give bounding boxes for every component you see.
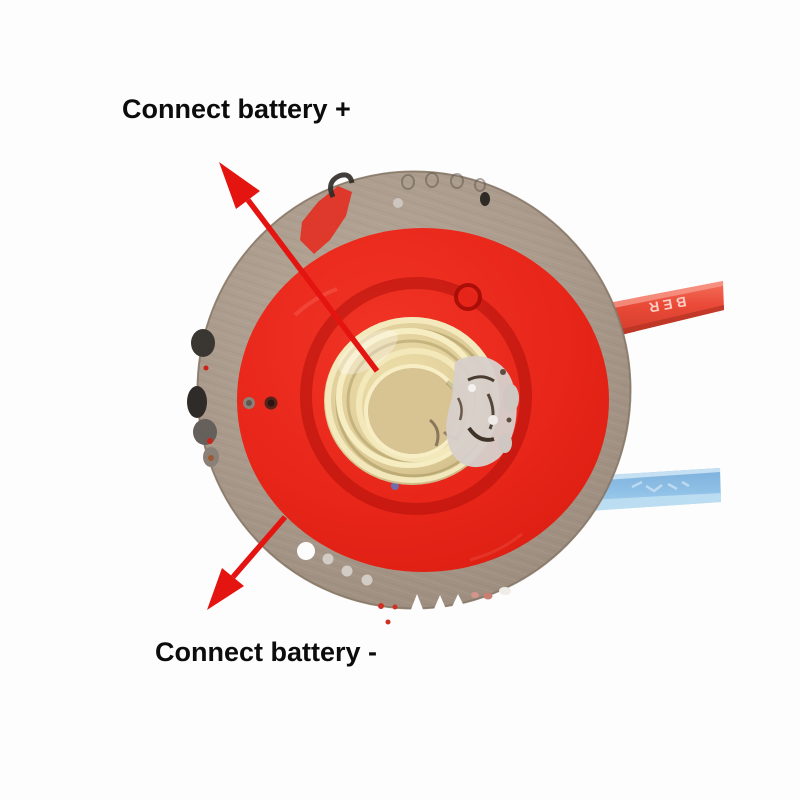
solder-spill xyxy=(503,384,519,412)
blue-paint-dot xyxy=(391,482,399,490)
connect-battery-negative-label: Connect battery - xyxy=(155,637,378,667)
via-pad xyxy=(322,553,334,565)
edge-notch xyxy=(452,594,464,607)
negative-terminal-arrow xyxy=(207,515,288,610)
blue-wire-highlight xyxy=(590,468,720,481)
blue-wire xyxy=(588,468,721,511)
board-edge-details xyxy=(187,172,511,612)
edge-copper-speck xyxy=(208,455,214,461)
solder-spill xyxy=(498,433,512,453)
edge-pink-speck xyxy=(471,592,479,598)
edge-notch xyxy=(410,594,424,612)
solder-speck xyxy=(506,417,512,423)
edge-dark-mark xyxy=(328,172,355,199)
via-pad xyxy=(393,198,403,208)
edge-notch xyxy=(297,542,315,560)
spring-highlight xyxy=(338,329,398,375)
spring-top-coil-end xyxy=(364,364,462,458)
arrow-head xyxy=(219,162,260,209)
via-pad xyxy=(341,565,353,577)
solder-streak xyxy=(486,393,495,430)
red-scuff xyxy=(293,287,338,317)
edge-solder-lump xyxy=(187,386,207,418)
solder-streak xyxy=(467,375,495,383)
red-wire-highlight xyxy=(593,281,723,312)
edge-red-speck xyxy=(378,603,384,609)
arrow-shaft xyxy=(230,515,288,579)
solder-glint xyxy=(488,415,498,425)
solder-streak xyxy=(456,397,463,421)
board-hole-center xyxy=(246,400,252,406)
board-hole-center xyxy=(267,399,275,407)
edge-red-speck xyxy=(207,438,213,444)
edge-notch xyxy=(434,595,446,609)
arrow-shaft xyxy=(245,198,380,373)
edge-pink-speck xyxy=(483,592,493,600)
connect-battery-positive-label: Connect battery + xyxy=(122,94,351,124)
solder-blob xyxy=(446,356,519,468)
arrow-head xyxy=(207,568,244,610)
solder-mask-rim-patch xyxy=(300,186,352,254)
red-wire: BER xyxy=(593,281,724,341)
blue-wire-lower-band xyxy=(588,493,721,511)
edge-red-speck xyxy=(392,604,398,610)
inner-recess-ring xyxy=(300,277,532,515)
spring-scratch xyxy=(428,418,440,447)
top-edge-ring-marks xyxy=(401,172,486,192)
stray-red-speck xyxy=(385,619,391,625)
red-wire-marking: BER xyxy=(644,294,688,317)
red-scuff xyxy=(469,532,523,562)
blue-wire-faint-marking xyxy=(631,480,690,493)
edge-red-speck xyxy=(203,365,209,371)
solder-speck xyxy=(500,369,506,375)
edge-solder-lump xyxy=(191,329,215,357)
edge-solder-glint xyxy=(499,587,511,595)
via-pad xyxy=(361,574,373,586)
solder-glint xyxy=(468,384,476,392)
edge-dark-mark xyxy=(480,192,490,206)
edge-solder-lump xyxy=(193,419,217,445)
red-wire-shadow-edge xyxy=(596,305,724,341)
inner-recess-notch xyxy=(454,283,482,311)
solder-streak xyxy=(467,426,495,442)
red-wire-body xyxy=(593,281,724,341)
positive-terminal-arrow xyxy=(219,162,380,373)
